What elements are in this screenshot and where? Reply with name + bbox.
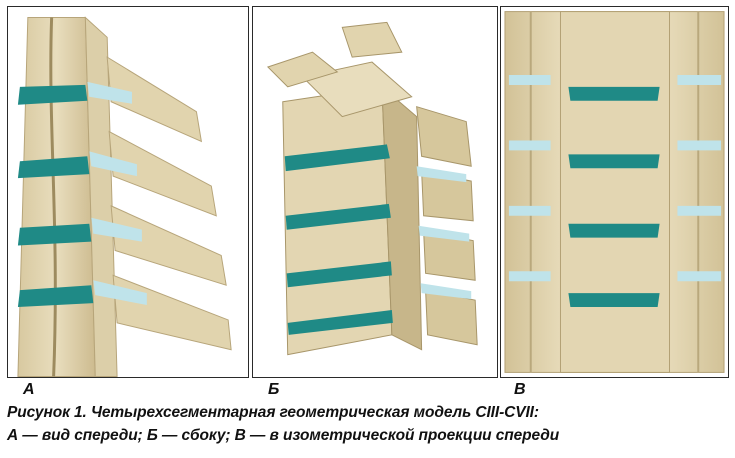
caption-line-2: А — вид спереди; Б — сбоку; В — в изомет… <box>7 427 560 444</box>
panel-a-front-view <box>7 6 249 378</box>
figure-caption: Рисунок 1. Четырехсегментарная геометрич… <box>7 401 731 447</box>
vertebrae-model-isometric-view <box>504 11 725 373</box>
panel-label-c: В <box>514 381 526 398</box>
vertebrae-model-side-view <box>266 21 478 356</box>
vertebrae-model-front-view <box>17 16 232 377</box>
panel-c-isometric-view <box>500 6 729 378</box>
caption-line-1: Рисунок 1. Четырехсегментарная геометрич… <box>7 404 539 421</box>
panel-b-side-view <box>252 6 498 378</box>
panel-label-b: Б <box>268 381 280 398</box>
panel-label-a: А <box>23 381 35 398</box>
